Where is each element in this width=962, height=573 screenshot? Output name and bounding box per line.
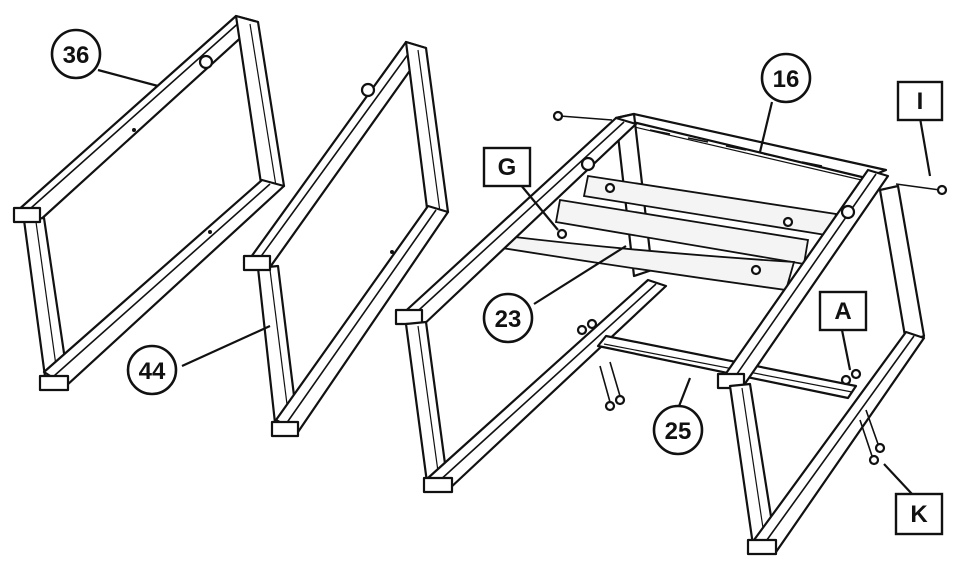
- callout-25-label: 25: [665, 418, 692, 445]
- slat-screw: [556, 228, 568, 240]
- side-frame-44: [242, 40, 450, 438]
- frame36-left-post-edge: [35, 221, 59, 381]
- frame44-right-post-edge: [417, 49, 441, 213]
- base-left-top-rail-edge: [407, 121, 625, 321]
- leader-a: [840, 329, 852, 371]
- callout-a: A: [818, 290, 868, 332]
- callout-k-label: K: [910, 501, 928, 528]
- callout-i: I: [896, 80, 944, 122]
- callout-16: 16: [760, 52, 812, 104]
- frame36-hole: [208, 230, 212, 234]
- callout-k: K: [894, 492, 944, 536]
- hardware-bolt-i: [895, 183, 948, 196]
- hardware-nuts-a: [840, 368, 862, 386]
- leader-i: [918, 117, 932, 177]
- base-left-foot: [422, 476, 454, 494]
- callout-23: 23: [482, 292, 534, 344]
- frame36-top-end: [12, 206, 42, 224]
- frame44-bottom-rail-edge: [285, 209, 437, 425]
- leader-36: [97, 68, 159, 88]
- slat-screw: [782, 216, 794, 228]
- leader-16: [758, 101, 774, 153]
- slat-screw: [604, 182, 616, 194]
- callout-g-label: G: [498, 154, 517, 181]
- lower-crossbar-25: [596, 334, 858, 400]
- frame36-right-post: [234, 14, 286, 192]
- frame44-foot: [270, 420, 300, 438]
- leader-23: [533, 245, 627, 305]
- callout-36: 36: [50, 28, 102, 80]
- base-assembly: [394, 110, 948, 556]
- leader-g: [519, 183, 559, 231]
- callout-a-label: A: [834, 298, 851, 325]
- base-front-left-post-edge: [417, 325, 441, 487]
- frame36-top-rail-edge: [21, 19, 243, 217]
- frame44-top-end: [242, 254, 272, 272]
- frame44-bolt: [360, 82, 376, 98]
- base-right-bottom-rail-edge: [763, 335, 915, 545]
- callout-25: 25: [652, 404, 704, 456]
- leader-44: [181, 324, 271, 368]
- frame36-hole: [132, 128, 136, 132]
- slat-screw: [750, 264, 762, 276]
- back-crossbar-16: [614, 112, 888, 180]
- frame36-foot: [38, 374, 70, 392]
- leader-k: [883, 463, 913, 495]
- callout-44: 44: [126, 344, 178, 396]
- hardware-screws-k: [859, 409, 886, 466]
- callout-23-label: 23: [495, 306, 522, 333]
- base-right-foot: [746, 538, 778, 556]
- callout-44-label: 44: [139, 358, 166, 385]
- frame44-right-post: [404, 40, 450, 218]
- frame36-bottom-rail-edge: [53, 183, 271, 377]
- callout-16-label: 16: [773, 66, 800, 93]
- back-crossbar-edge: [629, 125, 871, 183]
- slat-3-curved: [500, 235, 796, 291]
- crossbar-slots: [649, 129, 823, 167]
- frame36-right-post-edge: [249, 23, 277, 187]
- lower-crossbar-edge: [603, 343, 853, 393]
- hardware-screws-lower: [576, 318, 626, 412]
- frame44-left-post-edge: [269, 269, 291, 429]
- seat-slats-23: [500, 174, 838, 291]
- base-bolt-head: [840, 204, 856, 220]
- base-back-right-leg: [878, 184, 926, 344]
- frame44-top-rail-edge: [253, 45, 415, 267]
- frame44-hole: [390, 250, 394, 254]
- base-bolt-head: [580, 156, 596, 172]
- callout-i-label: I: [917, 88, 924, 115]
- side-frame-36: [12, 14, 286, 392]
- base-left-bottom-rail-edge: [437, 283, 657, 483]
- base-front-right-post-edge: [741, 387, 767, 549]
- frame36-bolt: [198, 54, 214, 70]
- hardware-bolt-top-left: [552, 110, 613, 122]
- callout-36-label: 36: [63, 42, 90, 69]
- callout-g: G: [482, 146, 532, 188]
